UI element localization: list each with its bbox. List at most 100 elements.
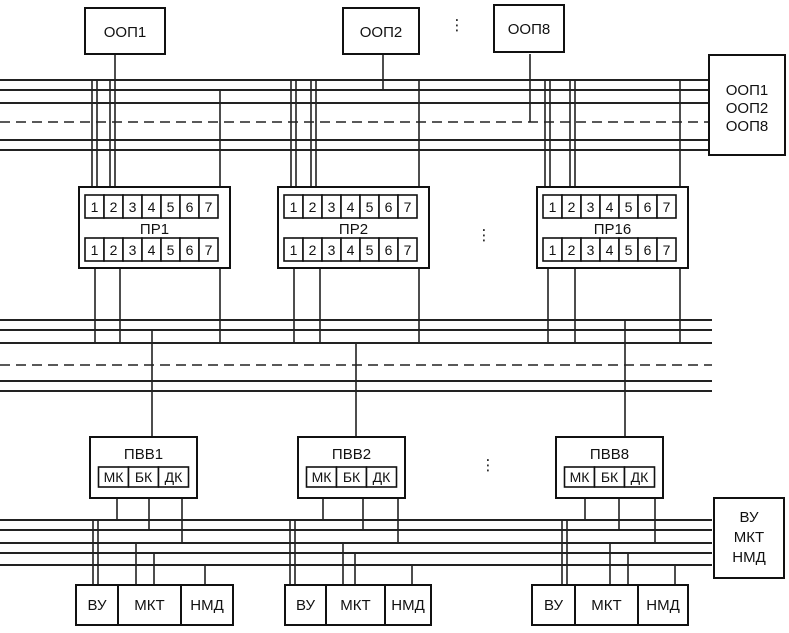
processor-cell-label: 2 [309,242,317,258]
processor-cell-label: 7 [404,242,412,258]
processor-cell [198,194,219,219]
io-unit-label: ДК [373,469,391,485]
io-unit [365,466,398,488]
processor-cell-label: 6 [186,199,194,215]
processor-cell [397,237,418,262]
memory-module-1-label: ООП1 [104,24,146,41]
device-label: НМД [190,597,224,614]
device-bus-label-2: МКТ [734,529,764,546]
device-connectors [92,520,676,585]
processor-cell-label: 5 [366,199,374,215]
processor-cell-label: 7 [205,199,213,215]
processor-cell [397,194,418,219]
module-connectors [114,54,531,122]
io-unit [157,466,190,488]
device-box [117,584,182,626]
device-label: НМД [391,597,425,614]
device-label: ВУ [87,597,107,614]
processor-cell-label: 6 [385,199,393,215]
processor-cell-label: 6 [644,242,652,258]
processor-cell-label: 5 [625,199,633,215]
processor-cell-label: 7 [205,242,213,258]
processor-cell-label: 6 [385,242,393,258]
processor-lower-connectors [94,268,681,343]
processor-label: ПР16 [594,221,631,238]
device-bus [0,519,712,566]
processor-cell-label: 3 [328,242,336,258]
io-unit-label: ДК [165,469,183,485]
device-box [574,584,639,626]
processor-cell-label: 5 [625,242,633,258]
processor-cell-label: 4 [606,199,614,215]
device-box [325,584,386,626]
processor-cell-label: 1 [290,199,298,215]
device-bus-label-1: ВУ [739,509,759,526]
memory-bus [0,79,709,151]
processor-label: ПР1 [140,221,169,238]
device-bus-label-3: НМД [732,549,766,566]
processor-cell-label: 6 [644,199,652,215]
io-processor-bus-connectors [116,498,656,543]
io-unit-label: МК [570,469,591,485]
processor-cell-label: 1 [549,199,557,215]
processor-cell-label: 3 [587,242,595,258]
device-group-1: ВУ МКТ НМД [75,584,234,626]
device-label: ВУ [296,597,316,614]
processor-cell-label: 3 [129,242,137,258]
processor-cell-label: 3 [129,199,137,215]
processor-cell-label: 2 [568,199,576,215]
memory-module-2: ООП2 [342,7,420,55]
io-processor-label: ПВВ1 [124,446,163,463]
io-processor-label: ПВВ8 [590,446,629,463]
io-unit-label: МК [104,469,125,485]
io-unit-label: БК [343,469,361,485]
device-box [637,584,689,626]
processor-cell-label: 4 [148,242,156,258]
device-box [531,584,576,626]
device-label: ВУ [544,597,564,614]
ellipsis-io-processors: ⋮ [481,457,496,474]
device-box [180,584,234,626]
io-processor-connectors [151,320,626,437]
device-group-2: ВУ МКТ НМД [284,584,432,626]
device-box [384,584,432,626]
memory-module-8: ООП8 [493,4,565,53]
processor-cell-label: 7 [663,242,671,258]
device-bus-legend: ВУ МКТ НМД [713,497,785,579]
io-unit-label: МК [312,469,333,485]
processor-cell-label: 7 [404,199,412,215]
memory-bus-label-1: ООП1 [726,82,768,99]
ellipsis-modules: ⋮ [450,17,465,34]
processor-cell-label: 6 [186,242,194,258]
processor-cell-label: 5 [167,242,175,258]
device-label: МКТ [134,597,164,614]
processor-cell-label: 3 [328,199,336,215]
processor-cell [656,194,677,219]
memory-module-2-label: ООП2 [360,24,402,41]
processor-label: ПР2 [339,221,368,238]
device-group-3: ВУ МКТ НМД [531,584,689,626]
processor-cell-label: 5 [366,242,374,258]
device-label: МКТ [591,597,621,614]
device-box [75,584,119,626]
device-label: НМД [646,597,680,614]
processor-cell [198,237,219,262]
processor-cell-label: 4 [347,242,355,258]
processor-cell-label: 2 [110,199,118,215]
io-unit-label: БК [601,469,619,485]
ellipsis-processors: ⋮ [477,227,492,244]
memory-bus-legend: ООП1 ООП2 ООП8 [708,54,786,156]
processor-cell-label: 1 [91,199,99,215]
device-label: МКТ [340,597,370,614]
processor-cell-label: 2 [110,242,118,258]
io-unit [623,466,656,488]
processor-cell-label: 3 [587,199,595,215]
